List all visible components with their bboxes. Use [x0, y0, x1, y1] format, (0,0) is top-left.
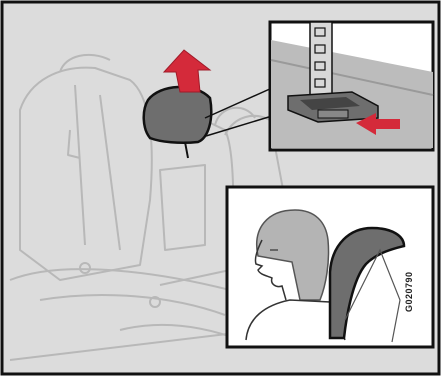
figure-code: G020790 — [404, 272, 416, 312]
passenger-profile-illustration — [227, 187, 433, 347]
headrest-icon — [144, 87, 212, 143]
release-button-detail — [270, 22, 433, 150]
